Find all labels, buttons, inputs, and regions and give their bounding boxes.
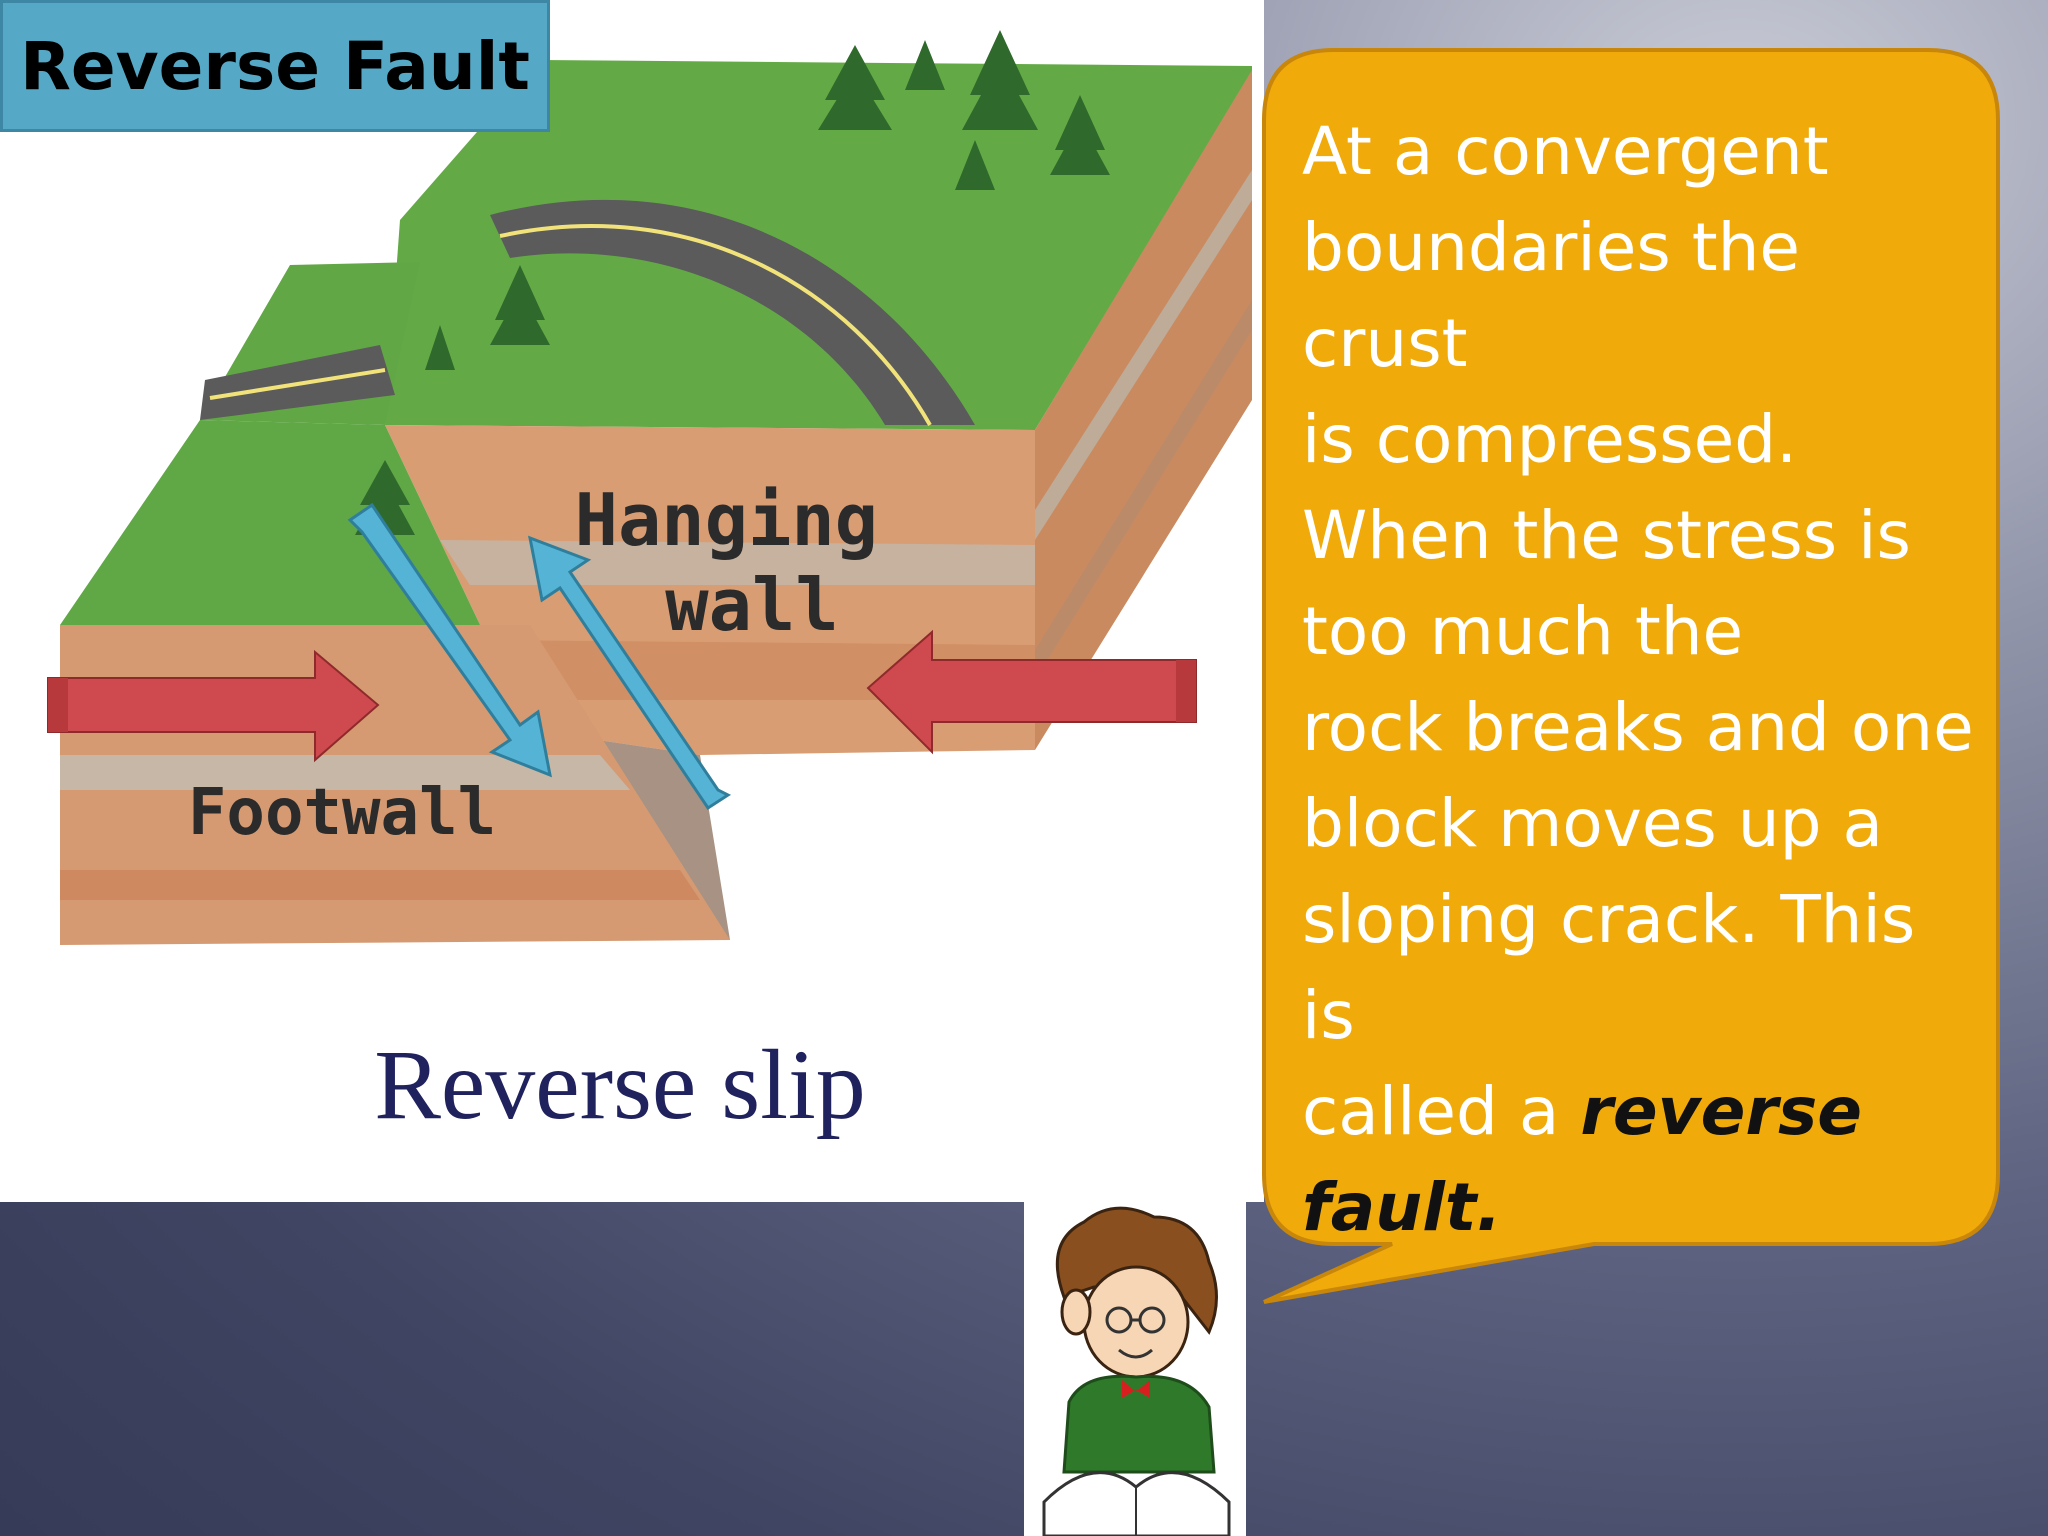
professor-cartoon-icon <box>1042 1206 1231 1536</box>
callout-text: At a convergent boundaries the crust is … <box>1302 113 1974 1150</box>
hanging-wall-top-surface <box>385 60 1252 430</box>
speech-bubble-callout: At a convergent boundaries the crust is … <box>1262 48 2000 1304</box>
pine-tree-icon <box>355 30 1110 535</box>
left-compression-arrow <box>47 649 380 763</box>
road-upper <box>490 199 975 425</box>
professor-panel <box>1024 1202 1246 1536</box>
footwall-slip-arrow <box>347 502 552 778</box>
slide-title: Reverse Fault <box>0 0 550 132</box>
fault-diagram-panel: Hanging wall Footwall Reverse slip <box>0 0 1264 1202</box>
hanging-wall-slip-arrow <box>528 535 732 811</box>
footwall-label: Footwall <box>188 776 496 850</box>
callout-body: At a convergent boundaries the crust is … <box>1302 104 1982 1256</box>
hanging-wall-label: Hanging wall <box>575 478 922 647</box>
speech-bubble-shape <box>1262 48 2000 1304</box>
diagram-caption: Reverse slip <box>374 1029 866 1140</box>
right-compression-arrow <box>866 629 1197 755</box>
fault-block-diagram: Hanging wall Footwall Reverse slip <box>47 30 1252 1140</box>
reverse-fault-term: reverse fault. <box>1302 1073 1863 1246</box>
